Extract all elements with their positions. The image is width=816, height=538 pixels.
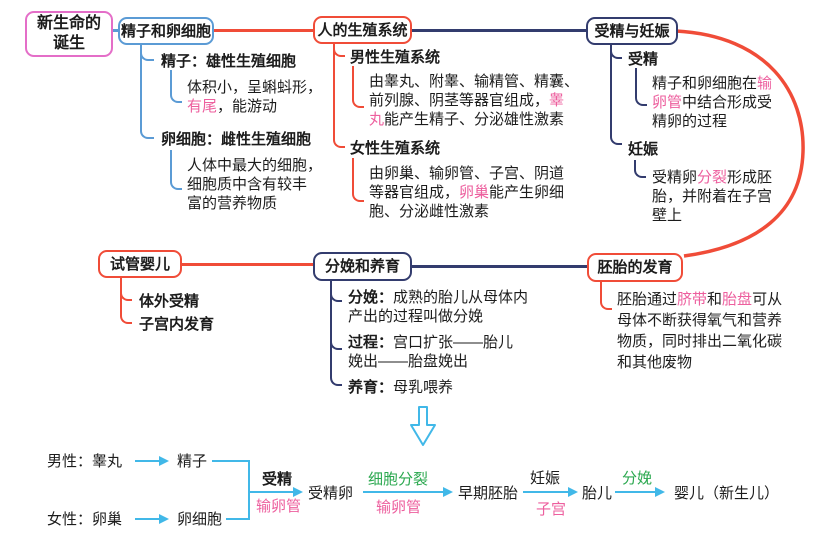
pregnancy-detail: 受精卵分裂形成胚胎，并附着在子宫壁上 xyxy=(652,169,773,224)
node-delivery-nurture: 分娩和养育 xyxy=(313,252,412,281)
main-topic-line2: 诞生 xyxy=(52,35,85,52)
down-arrow-icon xyxy=(410,406,436,446)
flow-arrowhead-testis-sperm xyxy=(159,456,169,466)
branch-line-embryo-detail xyxy=(600,282,612,310)
node-sperm-and-egg: 精子和卵细胞 xyxy=(118,17,214,45)
egg-detail: 人体中最大的细胞，细胞质中含有较丰富的营养物质 xyxy=(187,157,323,212)
flow-pregnancy-label: 妊娠 xyxy=(530,470,561,487)
egg-label: 卵细胞：雌性生殖细胞 xyxy=(161,131,312,148)
flow-oviduct-label-2: 输卵管 xyxy=(376,499,422,516)
female-system-detail: 由卵巢、输卵管、子宫、阴道等器官组成，卵巢能产生卵细胞、分泌雌性激素 xyxy=(369,165,565,220)
connector-ivf-delivery xyxy=(180,263,314,266)
branch-line-egg-detail xyxy=(170,150,182,190)
flow-uterus-label: 子宫 xyxy=(536,501,567,518)
branch-line-ivf-item2 xyxy=(120,278,132,324)
flow-egg-label: 卵细胞 xyxy=(177,511,223,528)
embryo-detail: 胚胎通过脐带和胎盘可从母体不断获得氧气和营养物质，同时排出二氧化碳和其他废物 xyxy=(617,291,783,371)
female-system-label: 女性生殖系统 xyxy=(350,140,441,157)
process-item: 过程：宫口扩张——胎儿娩出——胎盘娩出 xyxy=(348,334,514,370)
flow-line-egg-merge xyxy=(226,518,250,520)
sperm-detail: 体积小，呈蝌蚪形，有尾，能游动 xyxy=(187,79,323,115)
flow-male-label: 男性：睾丸 xyxy=(47,453,123,470)
node-main-topic: 新生命的 诞生 xyxy=(25,11,113,57)
flow-arrowhead-pregnancy xyxy=(568,487,578,497)
flow-arrowhead-birth xyxy=(655,487,665,497)
flow-baby-label: 婴儿（新生儿） xyxy=(674,485,780,502)
male-system-detail: 由睾丸、附睾、输精管、精囊、前列腺、阴茎等器官组成，睾丸能产生精子、分泌雄性激素 xyxy=(369,73,580,128)
flow-arrowhead-cell-division xyxy=(443,487,453,497)
flow-merge-bracket xyxy=(248,460,250,520)
connector-root-spermegg xyxy=(111,29,120,32)
flow-early-embryo-label: 早期胚胎 xyxy=(458,485,519,502)
flow-fertilization-label: 受精 xyxy=(262,471,293,488)
node-embryo-development: 胚胎的发育 xyxy=(587,253,683,282)
flow-arrow-testis-sperm xyxy=(135,460,159,462)
branch-line-egg xyxy=(140,45,154,139)
branch-line-male-detail xyxy=(352,66,364,108)
node-fertilization-pregnancy: 受精与妊娠 xyxy=(586,17,678,45)
connector-delivery-embryo xyxy=(410,265,588,268)
branch-line-nurture xyxy=(330,281,342,386)
branch-line-female xyxy=(333,44,345,148)
flow-arrow-fertilization xyxy=(248,491,293,493)
flow-arrowhead-fertilization xyxy=(293,487,303,497)
branch-line-pregnancy xyxy=(610,45,622,145)
node-ivf: 试管婴儿 xyxy=(98,250,182,278)
flow-arrow-birth xyxy=(615,491,655,493)
flow-female-label: 女性：卵巢 xyxy=(47,511,123,528)
branch-line-pregnancy-detail xyxy=(634,160,646,178)
branch-line-sperm-detail xyxy=(170,70,182,103)
flow-fetus-label: 胎儿 xyxy=(582,485,613,502)
delivery-nurture-title: 分娩和养育 xyxy=(324,258,400,275)
ivf-title: 试管婴儿 xyxy=(109,255,170,273)
flow-line-sperm-merge xyxy=(212,460,250,462)
flow-birth-label: 分娩 xyxy=(622,470,653,487)
branch-line-fertilization-detail xyxy=(635,68,647,106)
embryo-development-title: 胚胎的发育 xyxy=(597,259,673,276)
fertilization-detail: 精子和卵细胞在输卵管中结合形成受精卵的过程 xyxy=(652,75,773,130)
pregnancy-label: 妊娠 xyxy=(628,141,659,158)
curve-fertilization-to-embryo xyxy=(675,29,805,258)
node-reproductive-system: 人的生殖系统 xyxy=(313,16,412,44)
flow-oviduct-label-1: 输卵管 xyxy=(256,498,302,515)
male-system-label: 男性生殖系统 xyxy=(350,49,441,66)
ivf-item1-label: 体外受精 xyxy=(139,293,200,310)
connector-spermegg-reproductive xyxy=(212,29,314,32)
connector-reproductive-fertilization xyxy=(410,29,588,32)
flow-arrow-ovary-egg xyxy=(135,518,159,520)
reproductive-system-title: 人的生殖系统 xyxy=(317,21,408,39)
branch-line-female-detail xyxy=(352,158,364,202)
flow-sperm-label: 精子 xyxy=(177,453,208,470)
flow-zygote-label: 受精卵 xyxy=(308,485,354,502)
birth-item: 分娩：成熟的胎儿从母体内产出的过程叫做分娩 xyxy=(348,289,529,325)
fertilization-pregnancy-title: 受精与妊娠 xyxy=(594,22,670,40)
flow-cell-division-label: 细胞分裂 xyxy=(368,471,429,488)
sperm-and-egg-title: 精子和卵细胞 xyxy=(120,22,211,40)
ivf-item2-label: 子宫内发育 xyxy=(139,316,215,333)
nurture-item: 养育：母乳喂养 xyxy=(348,379,454,396)
sperm-label: 精子：雄性生殖细胞 xyxy=(161,53,297,70)
flow-arrow-cell-division xyxy=(363,491,443,493)
fertilization-label: 受精 xyxy=(628,51,659,68)
flow-arrowhead-ovary-egg xyxy=(159,514,169,524)
main-topic-line1: 新生命的 xyxy=(36,15,101,32)
flow-arrow-pregnancy xyxy=(523,491,568,493)
